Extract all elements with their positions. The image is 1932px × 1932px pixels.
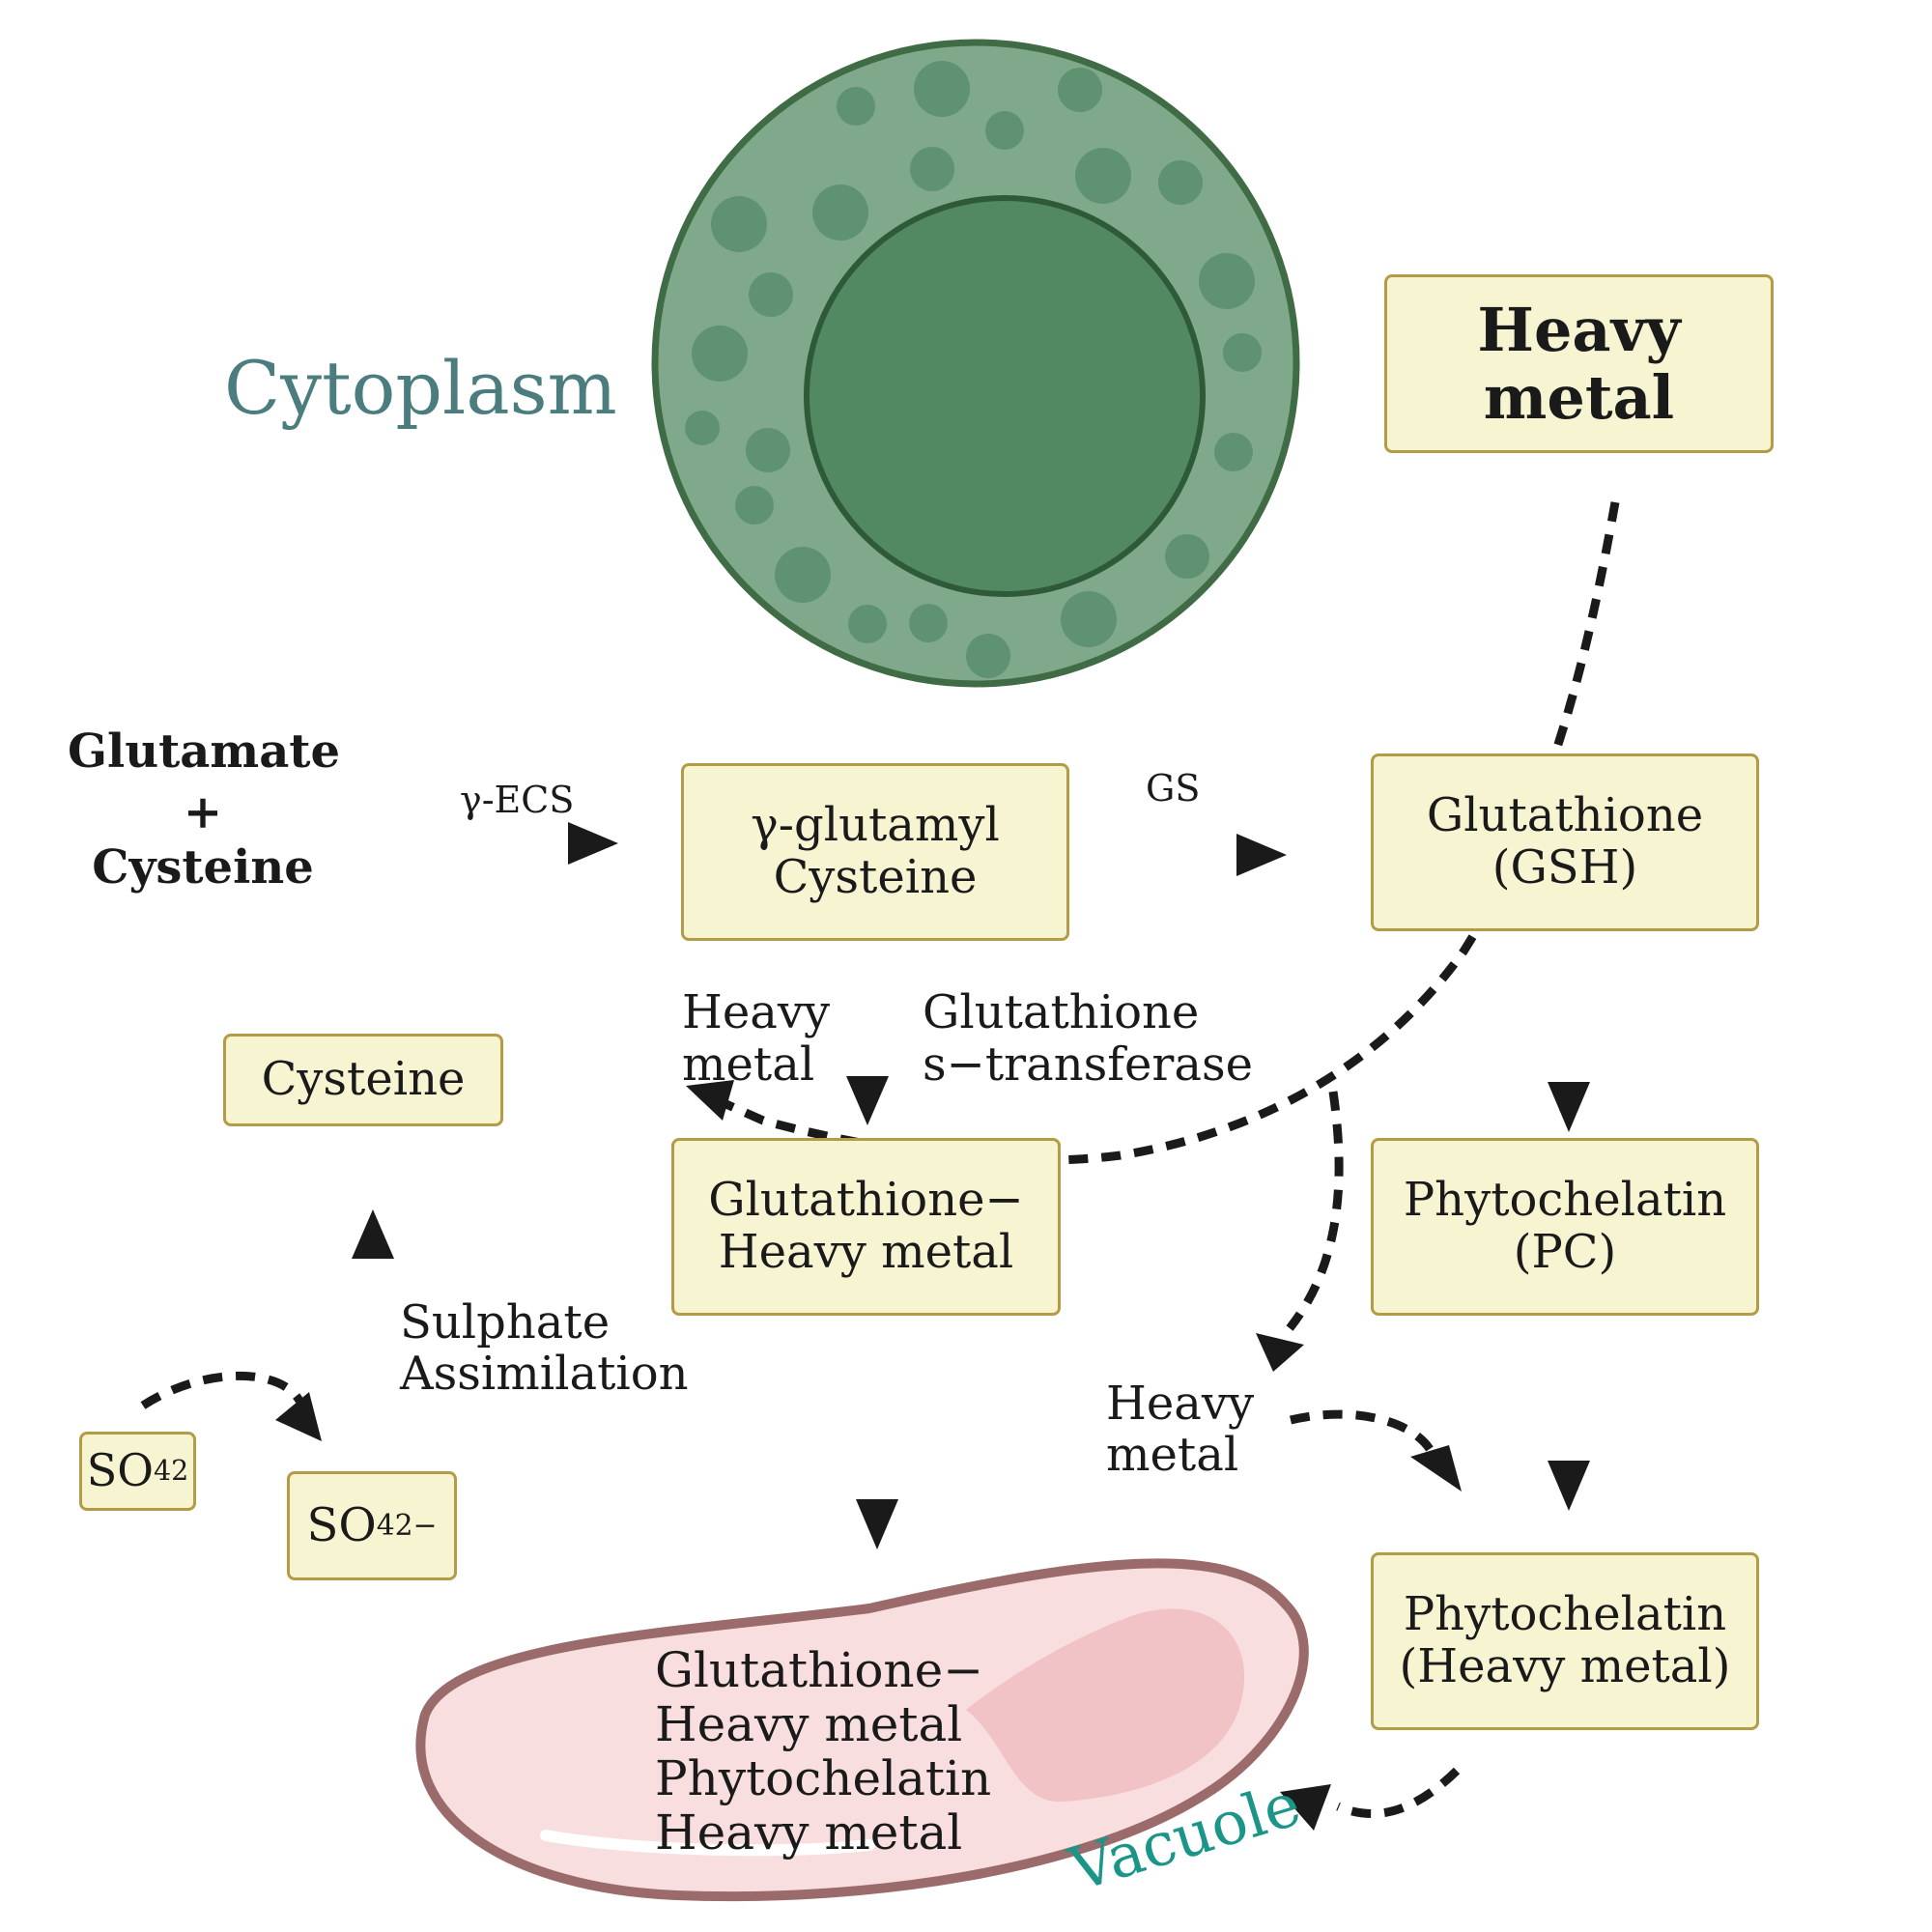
pc-line2: (PC) — [1513, 1225, 1617, 1279]
phytochelatin-pc-box: Phytochelatin (PC) — [1371, 1138, 1759, 1316]
substrate-cysteine: Cysteine — [92, 840, 314, 895]
arrow-pc-pcmetal-head — [1548, 1461, 1590, 1511]
heavy-metal-box: Heavy metal — [1384, 274, 1774, 453]
gst-label-2: s−transferase — [923, 1037, 1254, 1092]
enzyme-gecs-label: γ-ECS — [460, 779, 575, 821]
gsh-metal-line1: Glutathione− — [708, 1173, 1024, 1228]
gsh-metal-line2: Heavy metal — [718, 1225, 1014, 1279]
gamma-glutamyl-cysteine-box: γ-glutamyl Cysteine — [681, 763, 1069, 941]
gsh-line1: Glutathione — [1426, 788, 1704, 843]
dashed-pcmetal-to-vacuole — [1336, 1767, 1461, 1819]
arrow-gsh-pc-head — [1548, 1082, 1590, 1132]
heavy-metal-left-label-1: Heavy — [682, 985, 831, 1039]
dashed-metal-to-pc — [1289, 1409, 1434, 1452]
heavy-metal-right-label-2: metal — [1106, 1428, 1239, 1482]
so4-right-base: SO — [306, 1497, 377, 1552]
arrow-sulphate-head — [352, 1209, 394, 1259]
head-so4 — [275, 1392, 322, 1441]
so4-right-sub: 4 — [376, 1508, 395, 1543]
pc-line1: Phytochelatin — [1403, 1173, 1727, 1228]
enzyme-gs-label: GS — [1146, 767, 1201, 810]
dashed-so4 — [140, 1371, 303, 1409]
glutathione-gsh-box: Glutathione (GSH) — [1371, 753, 1759, 931]
heavy-metal-left-label-2: metal — [682, 1037, 815, 1092]
heavy-metal-right-label-1: Heavy — [1106, 1377, 1255, 1431]
cytoplasm-label: Cytoplasm — [224, 345, 617, 431]
gamma-glutamyl-line1: γ-glutamyl — [751, 798, 1000, 853]
sulphate-label-1: Sulphate — [400, 1295, 611, 1350]
phytochelatin-heavy-metal-box: Phytochelatin (Heavy metal) — [1371, 1552, 1759, 1730]
head-to-vacuole — [1280, 1784, 1331, 1831]
pc-metal-line1: Phytochelatin — [1403, 1587, 1727, 1642]
head-metal-to-pc — [1410, 1445, 1462, 1492]
gst-label-1: Glutathione — [923, 985, 1200, 1039]
gamma-glutamyl-line2: Cysteine — [773, 850, 978, 904]
gsh-line2: (GSH) — [1492, 840, 1638, 895]
cysteine-box-line1: Cysteine — [261, 1052, 466, 1107]
vacuole-content-1: Glutathione− — [655, 1642, 984, 1698]
so4-left-base: SO — [86, 1444, 154, 1497]
arrow-gst-head — [846, 1076, 889, 1125]
dashed-branch-down — [1286, 1091, 1344, 1331]
vacuole-icon — [415, 1558, 1309, 1902]
glutathione-heavy-metal-box: Glutathione− Heavy metal — [671, 1138, 1061, 1316]
head-heavy-metal-left — [686, 1080, 734, 1121]
cell-icon — [651, 39, 1300, 688]
arrow-gs-head — [1236, 834, 1287, 876]
arrow-gecs-head — [568, 822, 618, 865]
arrow-to-vacuole-head — [856, 1499, 898, 1549]
so4-right-sup: 2− — [394, 1508, 438, 1543]
pc-metal-line2: (Heavy metal) — [1399, 1639, 1731, 1693]
vacuole-content-4: Heavy metal — [655, 1804, 963, 1861]
solid-arrows — [352, 822, 1590, 1549]
substrate-plus: + — [183, 785, 223, 839]
heavy-metal-box-line2: metal — [1483, 361, 1675, 433]
dashed-arrow-heads — [275, 1080, 1462, 1831]
so4-left-sup: 2 — [171, 1455, 189, 1488]
vacuole-content-3: Phytochelatin — [655, 1750, 992, 1806]
head-branch-down — [1256, 1333, 1304, 1372]
sulphate-label-2: Assimilation — [400, 1347, 689, 1401]
vacuole-content-2: Heavy metal — [655, 1696, 963, 1752]
heavy-metal-box-line1: Heavy — [1477, 295, 1681, 366]
cysteine-box: Cysteine — [223, 1034, 503, 1126]
substrate-glutamate: Glutamate — [68, 724, 340, 779]
so4-left-sub: 4 — [153, 1455, 172, 1488]
